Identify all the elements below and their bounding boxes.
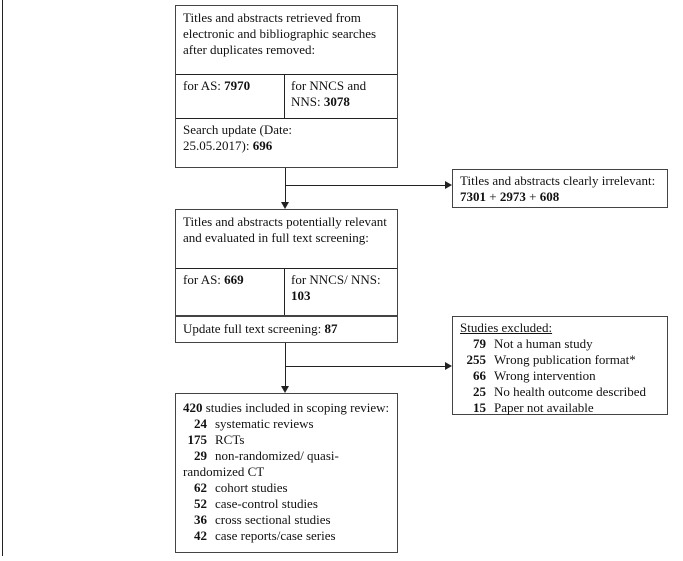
- included-item: 52 case-control studies: [183, 496, 390, 512]
- update-screening: Update full text screening: 87: [183, 321, 338, 336]
- included-label: non-randomized/ quasi-randomized CT: [183, 448, 339, 479]
- arrow-right-icon: [445, 181, 452, 189]
- included-count: 36: [194, 512, 207, 527]
- excluded-count: 15: [473, 400, 486, 415]
- excluded-label: Paper not available: [494, 400, 594, 415]
- excluded-title: Studies excluded:: [460, 320, 553, 335]
- included-count: 62: [194, 480, 207, 495]
- irrelevant-box: Titles and abstracts clearly irrelevant:…: [452, 169, 668, 208]
- included-box: 420 studies included in scoping review: …: [175, 393, 398, 553]
- included-label: cross sectional studies: [215, 512, 331, 527]
- excluded-count: 255: [466, 352, 487, 367]
- update-screening-box: Update full text screening: 87: [175, 316, 398, 343]
- included-count: 29: [194, 448, 207, 463]
- included-item: 175 RCTs: [183, 432, 390, 448]
- screening-nncs: for NNCS/ NNS: 103: [291, 272, 381, 303]
- retrieved-as: for AS: 7970: [183, 78, 251, 93]
- excluded-label: Wrong publication format*: [494, 352, 636, 367]
- included-label: RCTs: [215, 432, 245, 447]
- excluded-item: 255 Wrong publication format*: [460, 352, 660, 368]
- included-count: 52: [194, 496, 207, 511]
- excluded-label: No health outcome described: [494, 384, 646, 399]
- irrelevant-counts: 7301 + 2973 + 608: [460, 189, 560, 204]
- excluded-item: 79 Not a human study: [460, 336, 660, 352]
- excluded-item: 25 No health outcome described: [460, 384, 660, 400]
- included-item: 24 systematic reviews: [183, 416, 390, 432]
- excluded-count: 66: [473, 368, 486, 383]
- retrieved-nncs: for NNCS and NNS: 3078: [291, 78, 367, 109]
- included-count: 175: [187, 432, 208, 447]
- included-item: 42 case reports/case series: [183, 528, 390, 544]
- search-update: Search update (Date: 25.05.2017): 696: [183, 122, 293, 153]
- screening-box: Titles and abstracts potentially relevan…: [175, 209, 398, 316]
- retrieved-box: Titles and abstracts retrieved from elec…: [175, 5, 398, 168]
- arrow-right-icon: [445, 362, 452, 370]
- arrow-down-icon: [281, 202, 289, 209]
- excluded-item: 15 Paper not available: [460, 400, 660, 416]
- screening-as: for AS: 669: [183, 272, 244, 287]
- included-count: 42: [194, 528, 207, 543]
- screening-title: Titles and abstracts potentially relevan…: [183, 214, 387, 245]
- included-count: 24: [194, 416, 207, 431]
- excluded-item: 66 Wrong intervention: [460, 368, 660, 384]
- excluded-count: 25: [473, 384, 486, 399]
- included-label: case reports/case series: [215, 528, 336, 543]
- retrieved-title: Titles and abstracts retrieved from elec…: [183, 10, 377, 57]
- irrelevant-title: Titles and abstracts clearly irrelevant:: [460, 173, 656, 188]
- included-label: systematic reviews: [215, 416, 314, 431]
- included-title: 420 studies included in scoping review:: [183, 400, 390, 415]
- excluded-label: Not a human study: [494, 336, 593, 351]
- included-label: cohort studies: [215, 480, 288, 495]
- included-label: case-control studies: [215, 496, 318, 511]
- included-item: 62 cohort studies: [183, 480, 390, 496]
- page-margin-line: [2, 0, 3, 556]
- excluded-count: 79: [473, 336, 486, 351]
- excluded-label: Wrong intervention: [494, 368, 596, 383]
- included-item: 36 cross sectional studies: [183, 512, 390, 528]
- arrow-down-icon: [281, 386, 289, 393]
